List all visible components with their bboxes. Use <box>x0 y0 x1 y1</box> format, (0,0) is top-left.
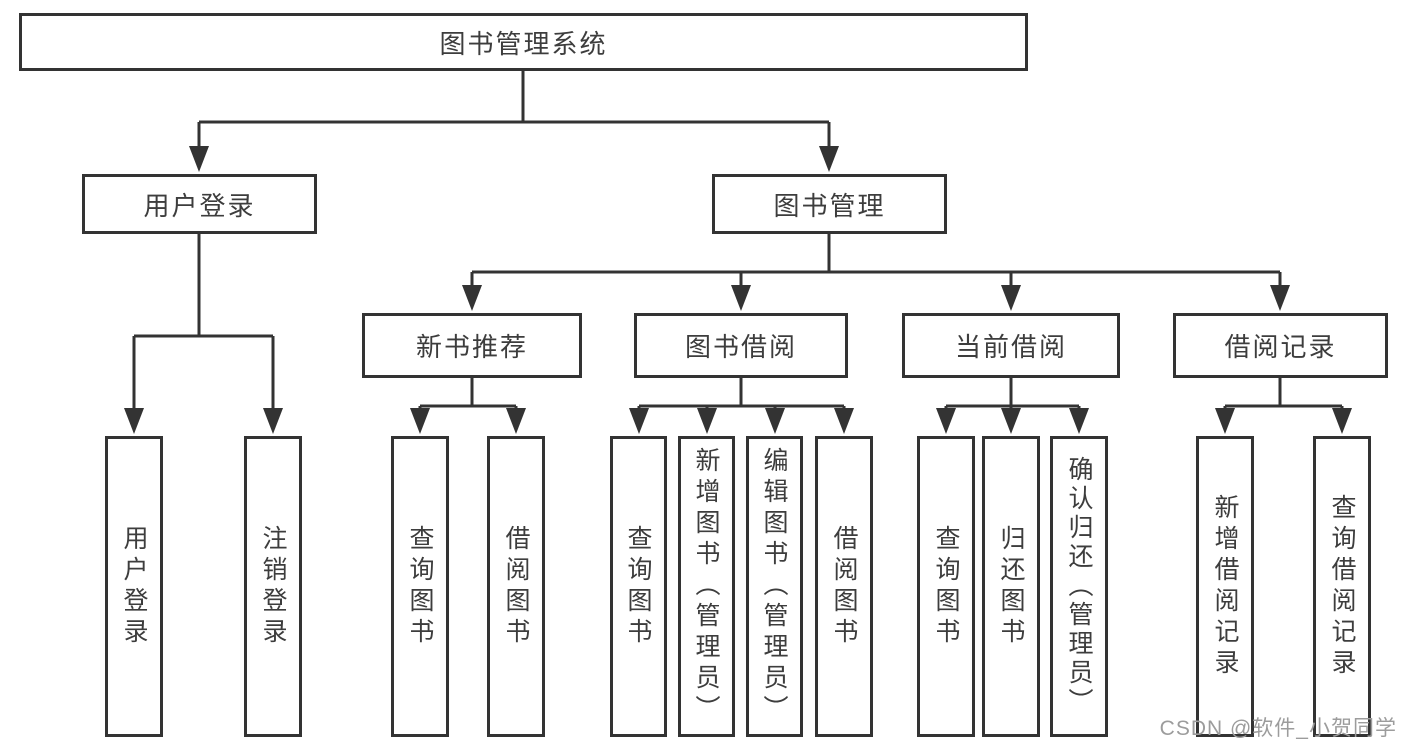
leaf-current-query-books: 查询图书 <box>917 436 975 737</box>
connector-borrow-records-children <box>1215 378 1352 434</box>
node-current-borrow: 当前借阅 <box>902 313 1120 378</box>
leaf-logout: 注销登录 <box>244 436 302 737</box>
leaf-current-confirm-return-admin: 确认归还（管理员） <box>1050 436 1108 737</box>
node-book-mgmt: 图书管理 <box>712 174 947 234</box>
connector-root-to-level2 <box>189 71 839 172</box>
leaf-current-return-books: 归还图书 <box>982 436 1040 737</box>
leaf-borrow-borrow-books: 借阅图书 <box>815 436 873 737</box>
connector-current-borrow-children <box>936 378 1089 434</box>
leaf-newbook-borrow-books: 借阅图书 <box>487 436 545 737</box>
csdn-watermark: CSDN @软件_小贺同学 <box>1159 717 1397 740</box>
node-borrow-records: 借阅记录 <box>1173 313 1388 378</box>
leaf-records-query-record: 查询借阅记录 <box>1313 436 1371 737</box>
node-book-borrow: 图书借阅 <box>634 313 848 378</box>
connector-book-mgmt-children <box>462 234 1290 311</box>
leaf-borrow-edit-books-admin: 编辑图书（管理员） <box>746 436 803 737</box>
leaf-borrow-query-books: 查询图书 <box>610 436 667 737</box>
node-root-system: 图书管理系统 <box>19 13 1028 71</box>
node-new-book-recommend: 新书推荐 <box>362 313 582 378</box>
leaf-borrow-add-books-admin: 新增图书（管理员） <box>678 436 735 737</box>
connector-user-login-children <box>124 234 283 434</box>
leaf-user-login: 用户登录 <box>105 436 163 737</box>
leaf-records-add-record: 新增借阅记录 <box>1196 436 1254 737</box>
connector-new-book-children <box>410 378 526 434</box>
leaf-newbook-query-books: 查询图书 <box>391 436 449 737</box>
connector-book-borrow-children <box>629 378 854 434</box>
node-user-login: 用户登录 <box>82 174 317 234</box>
